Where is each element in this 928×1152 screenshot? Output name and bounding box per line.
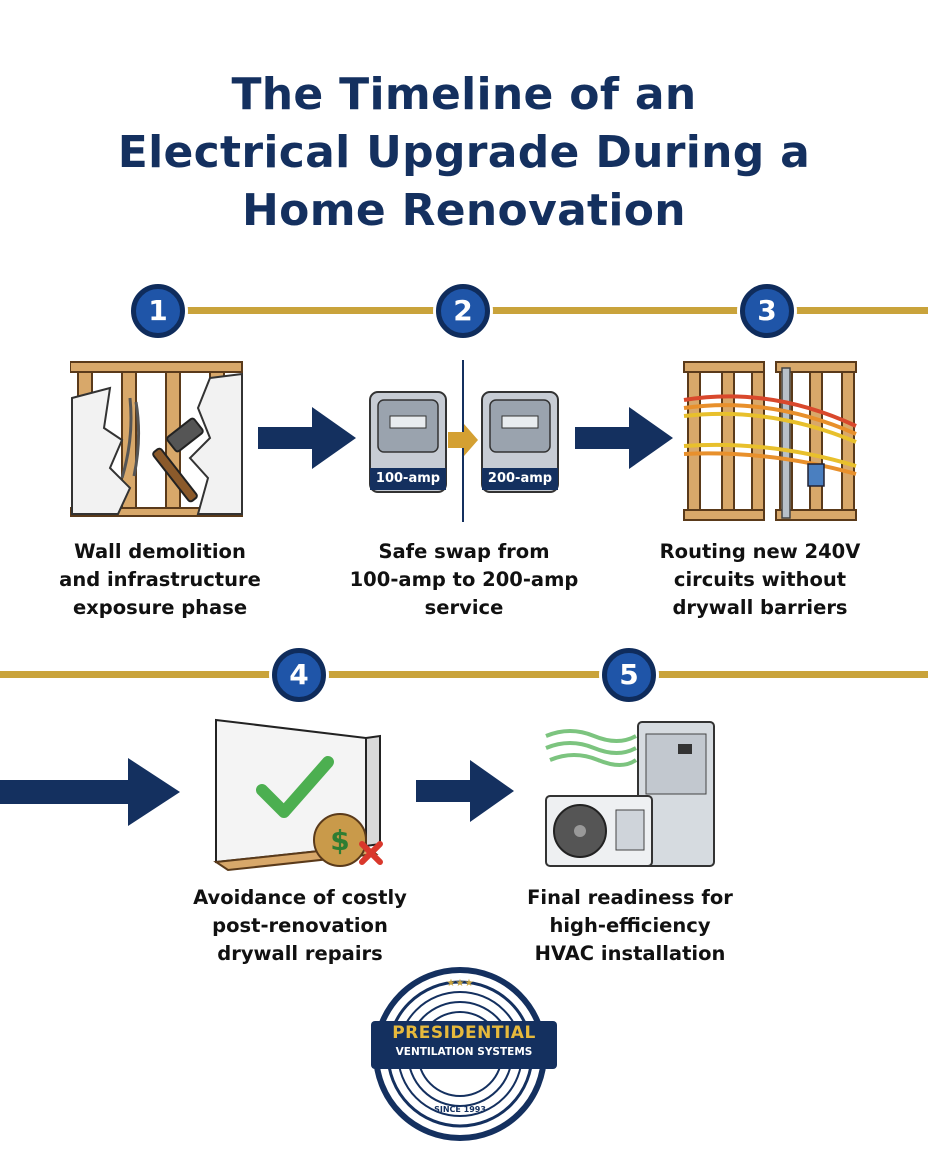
drywall-check-icon: $ bbox=[213, 718, 383, 872]
caption-line: high-efficiency bbox=[549, 914, 711, 937]
caption-line: post-renovation bbox=[212, 914, 388, 937]
arrow-right-icon bbox=[258, 407, 356, 469]
step-badge-2: 2 bbox=[436, 284, 490, 338]
step-badge-4: 4 bbox=[272, 648, 326, 702]
caption-line: circuits without bbox=[673, 568, 847, 591]
step-caption-1: Wall demolition and infrastructure expos… bbox=[40, 538, 280, 622]
wiring-icon bbox=[683, 361, 857, 521]
hammer-icon bbox=[70, 361, 243, 517]
logo-since: SINCE 1993 bbox=[434, 1105, 486, 1114]
meter-label-before: 100-amp bbox=[370, 468, 446, 490]
step-caption-5: Final readiness for high-efficiency HVAC… bbox=[510, 884, 750, 968]
caption-line: drywall barriers bbox=[672, 596, 848, 619]
step-caption-4: Avoidance of costly post-renovation dryw… bbox=[180, 884, 420, 968]
electric-meter-icon bbox=[369, 360, 559, 522]
arrow-right-icon bbox=[416, 760, 514, 822]
caption-line: Final readiness for bbox=[527, 886, 733, 909]
step-caption-2: Safe swap from 100-amp to 200-amp servic… bbox=[344, 538, 584, 622]
logo-subtitle: VENTILATION SYSTEMS bbox=[395, 1046, 533, 1058]
timeline-rail-top bbox=[160, 307, 928, 314]
caption-line: drywall repairs bbox=[217, 942, 383, 965]
caption-line: Routing new 240V bbox=[659, 540, 861, 563]
caption-line: HVAC installation bbox=[534, 942, 726, 965]
caption-line: exposure phase bbox=[72, 596, 248, 619]
hvac-unit-icon bbox=[545, 721, 715, 867]
logo-banner: PRESIDENTIAL VENTILATION SYSTEMS bbox=[371, 1021, 557, 1069]
title-line-3: Home Renovation bbox=[242, 185, 686, 236]
caption-line: service bbox=[424, 596, 504, 619]
meter-label-after: 200-amp bbox=[482, 468, 558, 490]
caption-line: Avoidance of costly bbox=[193, 886, 407, 909]
title-line-1: The Timeline of an bbox=[231, 69, 697, 120]
arrow-right-icon bbox=[0, 758, 180, 826]
step-badge-3: 3 bbox=[740, 284, 794, 338]
caption-line: and infrastructure bbox=[59, 568, 261, 591]
logo-stars: ★★★ bbox=[447, 978, 474, 989]
svg-text:$: $ bbox=[330, 824, 349, 857]
step-badge-5: 5 bbox=[602, 648, 656, 702]
caption-line: Safe swap from bbox=[378, 540, 550, 563]
page-title: The Timeline of an Electrical Upgrade Du… bbox=[0, 66, 928, 240]
logo-name: PRESIDENTIAL bbox=[392, 1023, 536, 1043]
title-line-2: Electrical Upgrade During a bbox=[117, 127, 811, 178]
caption-line: 100-amp to 200-amp bbox=[349, 568, 579, 591]
step-badge-1: 1 bbox=[131, 284, 185, 338]
caption-line: Wall demolition bbox=[74, 540, 246, 563]
arrow-right-icon bbox=[575, 407, 673, 469]
timeline-rail-bottom bbox=[0, 671, 928, 678]
step-caption-3: Routing new 240V circuits without drywal… bbox=[640, 538, 880, 622]
